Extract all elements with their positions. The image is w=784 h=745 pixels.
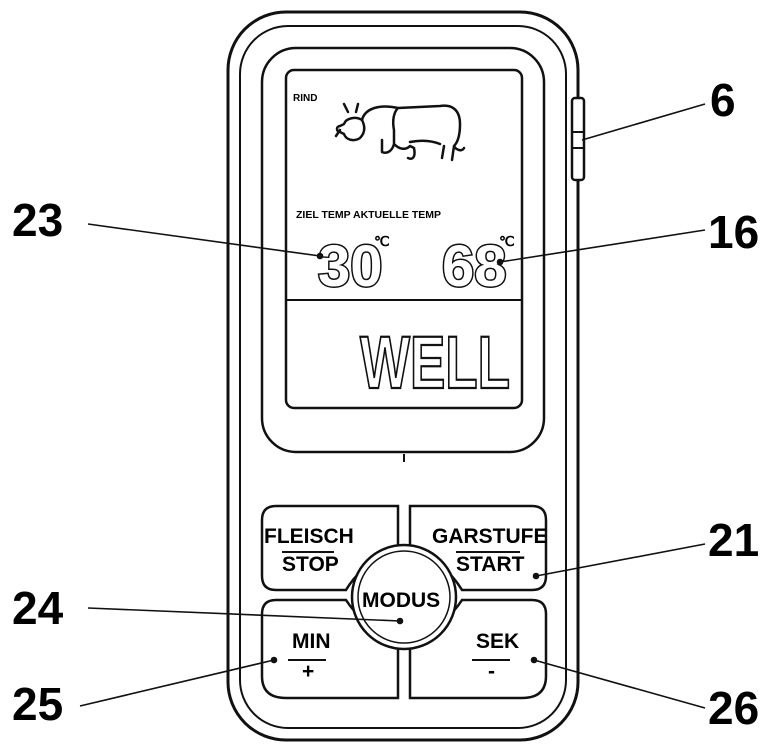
- callout-21: 21: [708, 514, 759, 566]
- minus-label: -: [488, 660, 495, 683]
- callout-line-21: [535, 543, 706, 577]
- target-temp-unit: ℃: [374, 233, 390, 249]
- callout-line-26: [533, 659, 706, 709]
- callout-line-25: [79, 659, 275, 707]
- device-body-inner: [239, 25, 567, 729]
- cow-icon: [334, 102, 466, 162]
- side-button[interactable]: [570, 96, 586, 182]
- callout-line-6: [581, 103, 706, 141]
- garstufe-label: GARSTUFE: [432, 525, 548, 548]
- lcd-screen: [284, 68, 524, 410]
- target-temp-value: 30: [318, 234, 383, 299]
- modus-button[interactable]: [350, 543, 458, 651]
- stop-label: STOP: [282, 553, 339, 576]
- callout-line-24: [87, 607, 401, 622]
- min-label: MIN: [292, 630, 331, 653]
- meat-label: RIND: [293, 93, 317, 104]
- callout-25: 25: [12, 678, 63, 730]
- fleisch-label: FLEISCH: [264, 525, 354, 548]
- start-label: START: [456, 553, 525, 576]
- callout-16: 16: [708, 206, 759, 258]
- modus-label: MODUS: [362, 589, 440, 612]
- callout-26: 26: [708, 682, 759, 734]
- callout-line-23: [87, 223, 321, 257]
- current-temp-unit: ℃: [499, 233, 515, 249]
- temp-header: ZIEL TEMP AKTUELLE TEMP: [296, 209, 441, 221]
- doneness-value: WELL: [360, 321, 510, 404]
- callout-line-16: [499, 229, 706, 263]
- modus-button-ring: [357, 550, 451, 644]
- plus-label: +: [302, 660, 314, 683]
- callout-23: 23: [12, 194, 63, 246]
- callout-24: 24: [12, 582, 64, 634]
- sek-label: SEK: [476, 630, 519, 653]
- callout-6: 6: [710, 74, 736, 126]
- current-temp-value: 68: [442, 234, 507, 299]
